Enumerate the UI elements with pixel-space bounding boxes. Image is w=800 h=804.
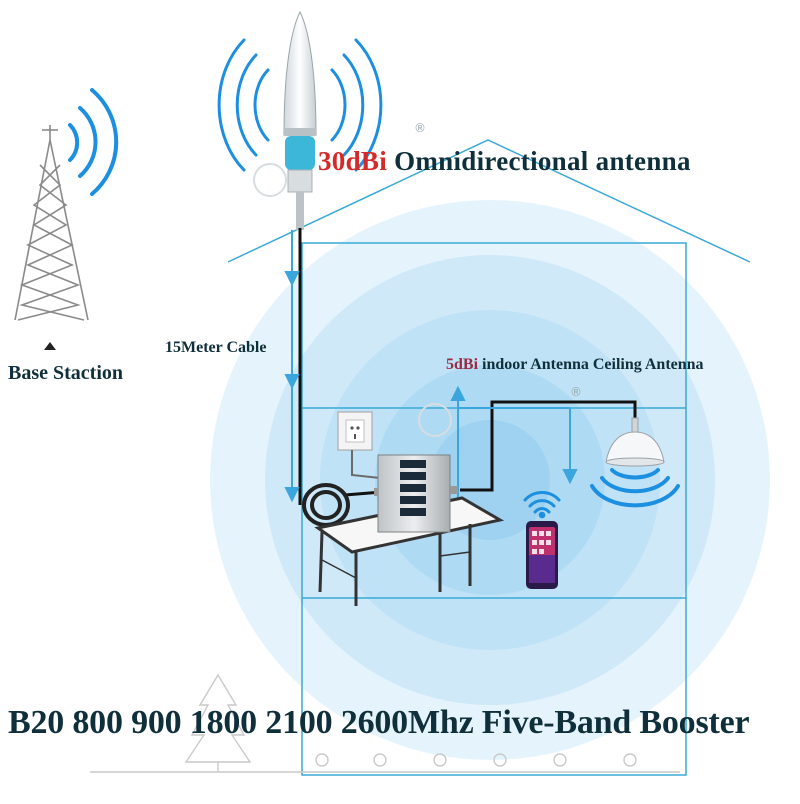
booster-display (400, 508, 426, 516)
power-socket-icon (337, 411, 393, 480)
booster-display (400, 472, 426, 480)
arrow-down-icon (284, 374, 300, 390)
wheel-icon (623, 753, 637, 767)
outdoor-antenna-waves-icon (217, 38, 383, 172)
booster-display (400, 484, 426, 492)
cable-length-label: 15Meter Cable (165, 339, 267, 356)
ceiling-antenna-waves-icon (590, 468, 680, 508)
base-station-tower-icon (14, 125, 89, 321)
outdoor-antenna-label: 30dBi Omnidirectional antenna (318, 146, 691, 177)
indoor-antenna-name: indoor Antenna Ceiling Antenna (482, 356, 704, 373)
house-wall (301, 242, 687, 776)
arrow-up-icon (450, 385, 466, 401)
triangle-pointer-icon (44, 342, 56, 350)
wheel-icon (493, 753, 507, 767)
roof-line (227, 139, 751, 263)
base-station-label: Base Staction (8, 362, 123, 384)
outdoor-antenna-gain: 30dBi (318, 146, 388, 176)
booster-display (400, 496, 426, 504)
arrow-down-icon (284, 271, 300, 287)
wheel-icon (433, 753, 447, 767)
product-title: B20 800 900 1800 2100 2600Mhz Five-Band … (8, 704, 750, 741)
registered-mark: ® (414, 121, 426, 135)
wheel-icon (553, 753, 567, 767)
signal-flow-arrows (284, 230, 578, 503)
ceiling-antenna-icon (605, 417, 665, 467)
indoor-antenna-label: 5dBi indoor Antenna Ceiling Antenna (446, 356, 704, 374)
registered-mark: ® (570, 385, 582, 399)
arrow-down-icon (284, 487, 300, 503)
ground-scene (90, 673, 680, 773)
tower-signal-waves-icon (68, 88, 119, 196)
smartphone-icon (526, 521, 558, 589)
wheel-icon (315, 753, 329, 767)
watermark-logo (253, 163, 452, 437)
omnidirectional-antenna-icon (283, 10, 317, 230)
wheel-icon (373, 753, 387, 767)
wifi-signal-icon (523, 490, 561, 519)
booster-display (400, 460, 426, 468)
indoor-antenna-gain: 5dBi (446, 356, 479, 373)
coverage-rings (210, 200, 770, 760)
booster-unit-icon (374, 454, 458, 533)
outdoor-antenna-name: Omnidirectional antenna (394, 146, 691, 176)
arrow-down-icon (562, 469, 578, 485)
